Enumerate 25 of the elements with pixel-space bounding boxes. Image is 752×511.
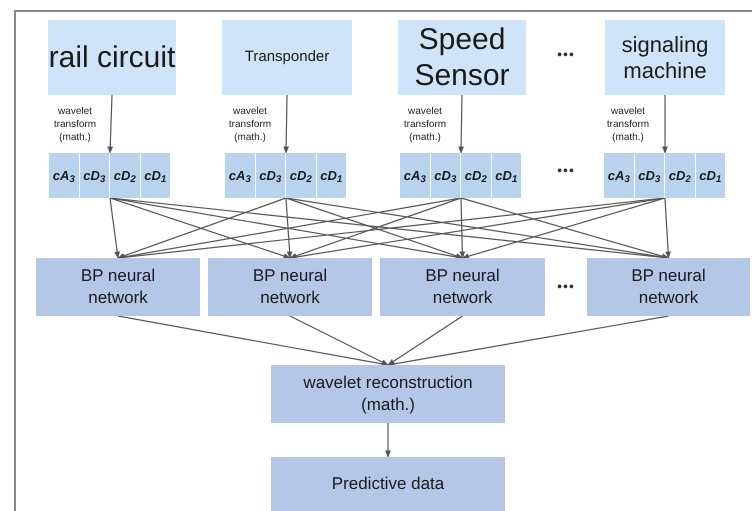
source-box: signaling machine <box>605 20 725 95</box>
ellipsis-mark: ••• <box>556 277 576 296</box>
arrow <box>662 95 668 154</box>
process-box: BP neural network <box>380 258 545 316</box>
arrow <box>387 316 463 366</box>
arrow <box>109 198 120 259</box>
ellipsis-mark: ••• <box>556 161 576 180</box>
source-box: rail circuit <box>48 20 176 95</box>
arrow <box>107 94 114 154</box>
arrow <box>458 94 464 154</box>
process-box: wavelet reconstruction (math.) <box>271 365 505 423</box>
process-box: BP neural network <box>208 258 372 316</box>
arrow <box>664 198 671 259</box>
arrow <box>385 423 391 458</box>
ellipsis-mark: ••• <box>556 45 576 64</box>
source-box: Transponder <box>222 20 352 95</box>
arrow <box>283 94 289 154</box>
arrow <box>290 315 389 366</box>
process-box: BP neural network <box>36 258 200 316</box>
arrow <box>285 198 292 259</box>
source-box: Speed Sensor <box>398 20 526 95</box>
arrow <box>387 315 669 367</box>
process-box: Predictive data <box>271 457 505 511</box>
process-box: BP neural network <box>587 258 750 316</box>
arrow <box>459 198 466 259</box>
